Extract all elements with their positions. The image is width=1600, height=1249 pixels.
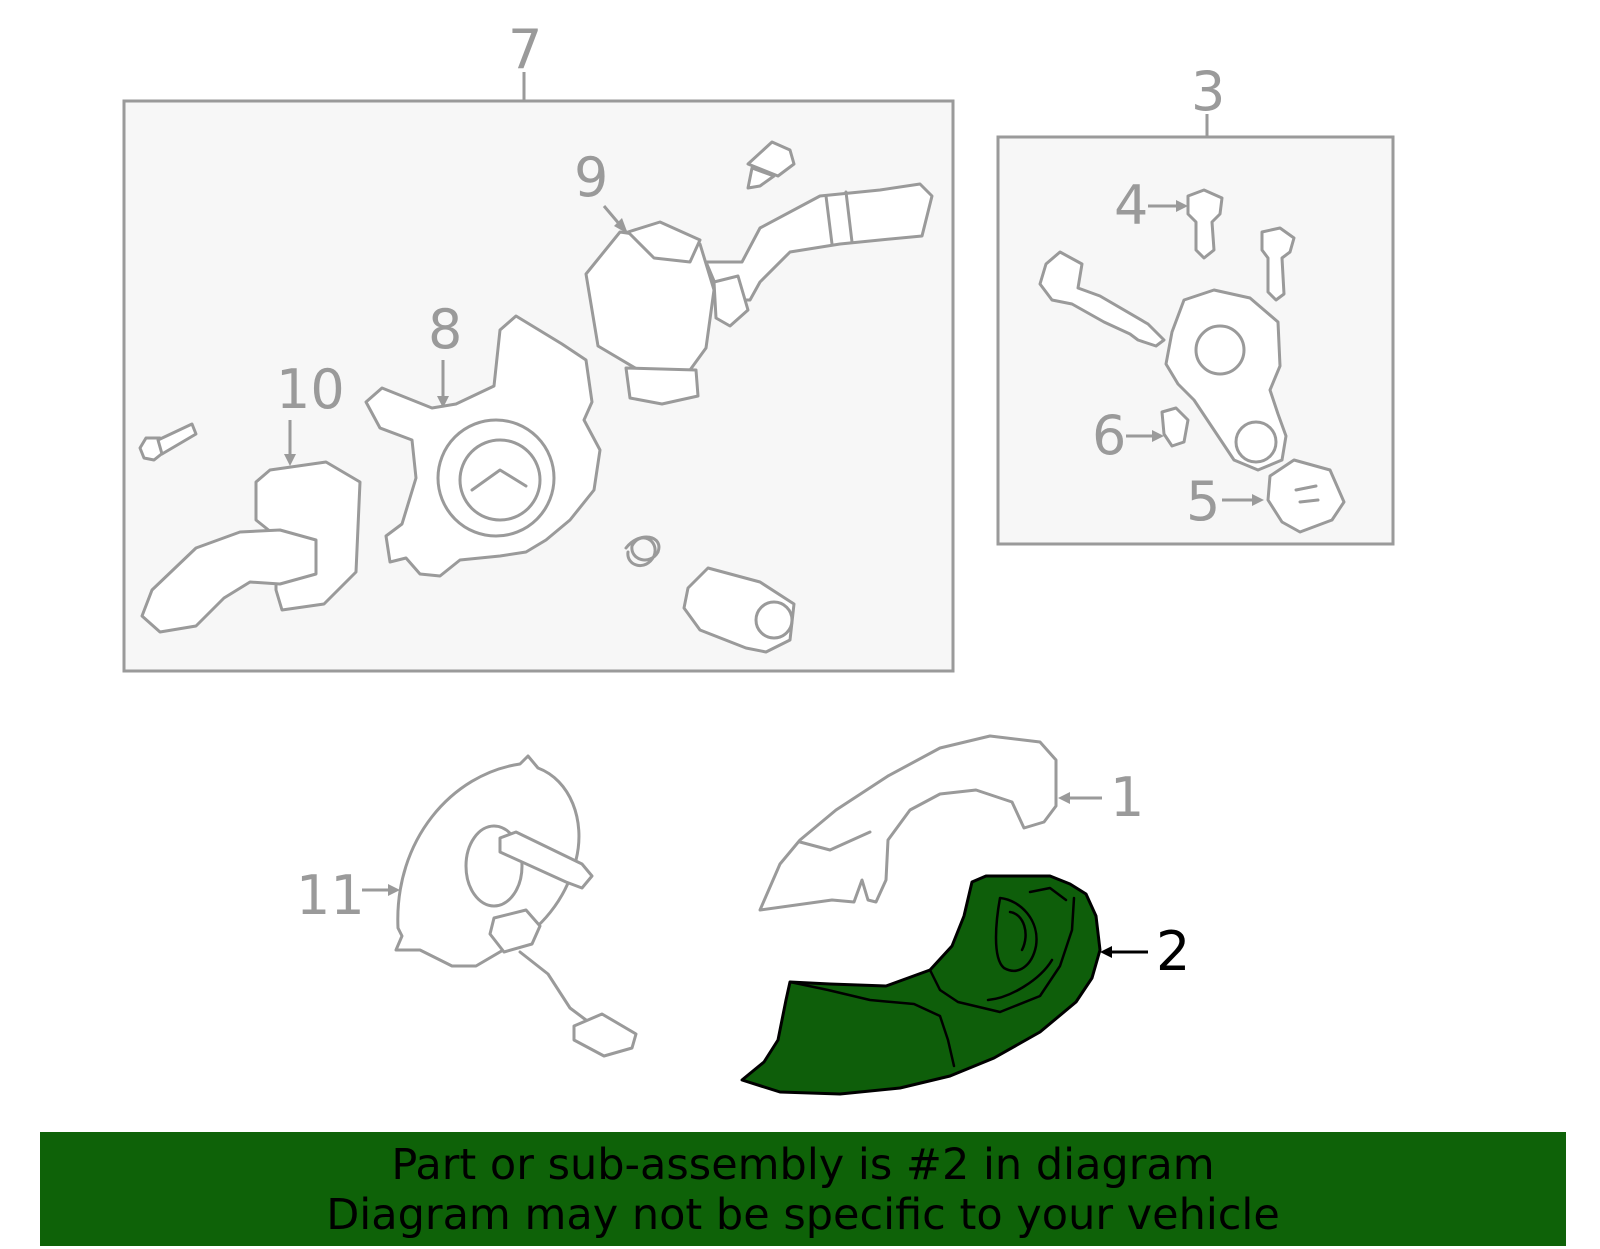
callout-5: 5 — [1186, 470, 1220, 533]
callout-10: 10 — [276, 358, 345, 421]
screw-icon — [746, 140, 796, 190]
callout-3: 3 — [1191, 60, 1225, 123]
callout-8: 8 — [428, 298, 462, 361]
callout-7: 7 — [508, 18, 542, 81]
ignition-lock-assembly — [1038, 188, 1346, 534]
callout-4: 4 — [1114, 174, 1148, 237]
callout-6: 6 — [1092, 404, 1126, 467]
clock-spring-part-11: 11 — [296, 754, 638, 1058]
screw-icon — [138, 422, 198, 462]
lower-column-cover-part-2: 2 — [740, 874, 1190, 1096]
connector-plug-part — [682, 566, 796, 654]
callout-1: 1 — [1110, 766, 1144, 829]
upper-column-cover-part-1: 1 — [758, 734, 1144, 912]
wiper-switch-part-9: 9 — [574, 146, 934, 406]
turn-signal-switch-part-10: 10 — [140, 358, 362, 634]
switch-body-part-8: 8 — [364, 298, 602, 578]
banner-line-1: Part or sub-assembly is #2 in diagram — [391, 1140, 1215, 1190]
callout-11: 11 — [296, 864, 365, 927]
info-banner: Part or sub-assembly is #2 in diagram Di… — [40, 1132, 1566, 1246]
callout-2: 2 — [1156, 920, 1190, 983]
callout-9: 9 — [574, 146, 608, 209]
banner-line-2: Diagram may not be specific to your vehi… — [326, 1190, 1280, 1240]
spring-part — [624, 535, 661, 567]
